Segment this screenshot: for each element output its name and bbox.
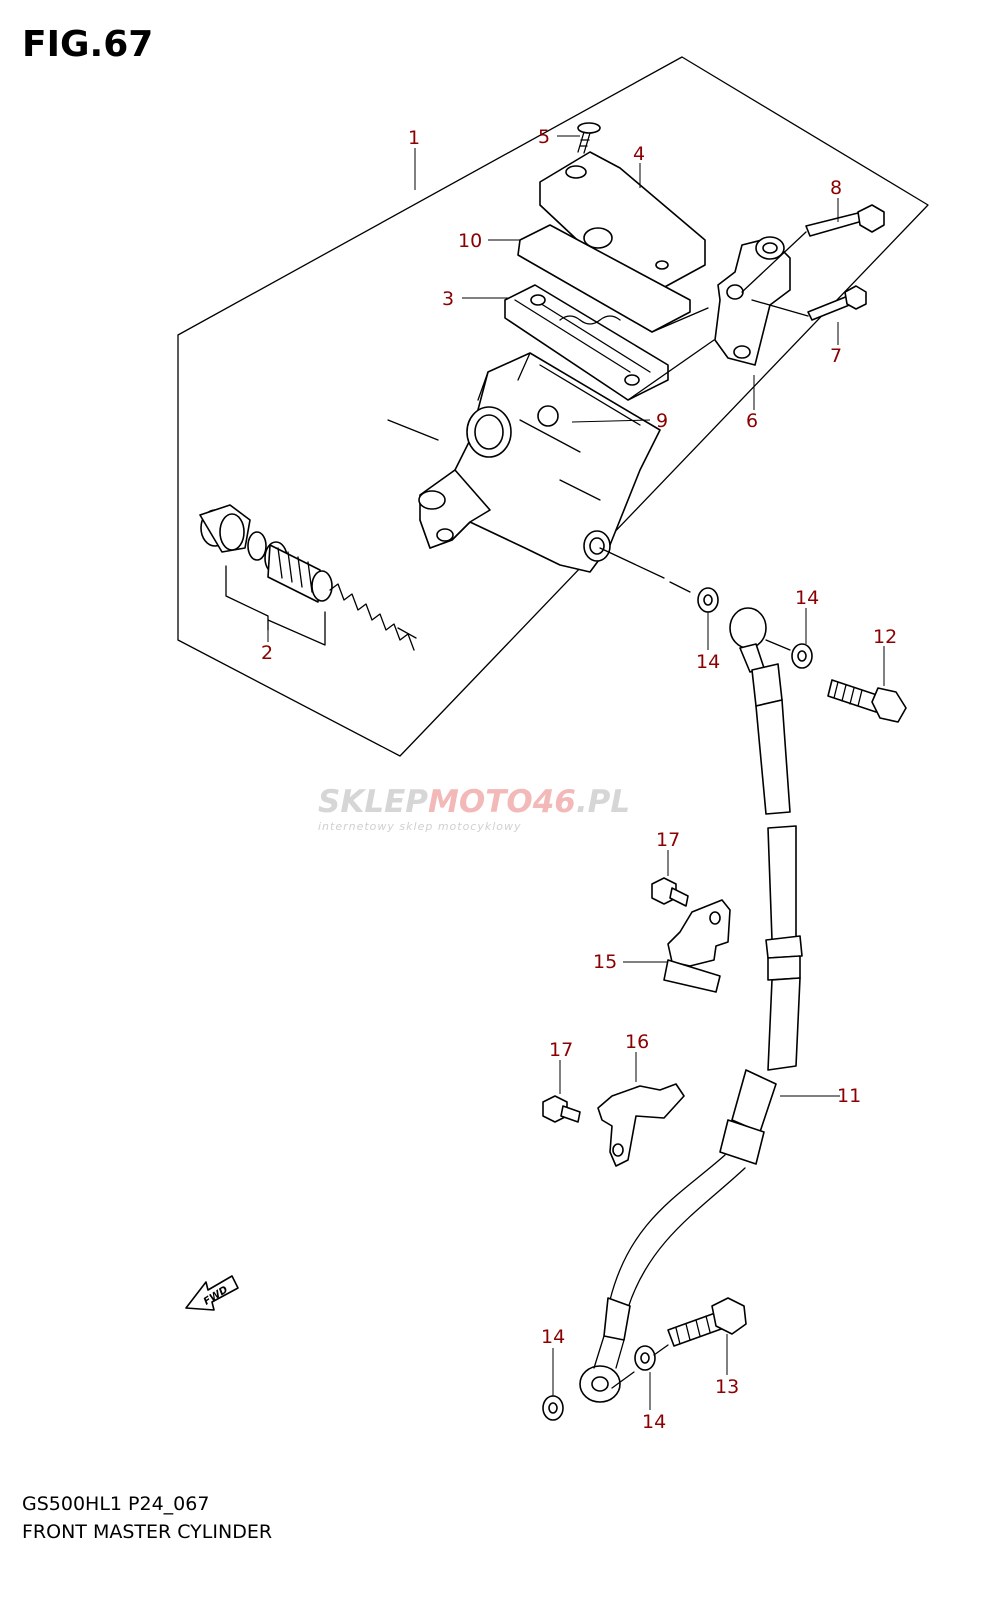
callout-2: 2 — [261, 642, 273, 664]
master-cylinder-body — [418, 352, 661, 573]
callout-5: 5 — [538, 126, 550, 148]
callout-6: 6 — [746, 410, 758, 432]
cap-screw — [577, 122, 601, 154]
clamp-bolt-upper — [805, 204, 885, 237]
callout-4: 4 — [633, 143, 645, 165]
callout-7: 7 — [830, 345, 842, 367]
callout-labels: 1 5 4 8 10 3 7 6 9 2 14 12 14 17 15 16 1… — [261, 126, 897, 1433]
washer-upper-right — [791, 643, 813, 669]
model-code: GS500HL1 P24_067 — [22, 1493, 209, 1515]
callout-14-lower-left: 14 — [541, 1326, 565, 1348]
hose-clamp-bolt-lower — [542, 1095, 581, 1123]
hose-clamp-upper — [663, 899, 731, 993]
hose-clamp-bolt-upper — [651, 877, 689, 907]
brake-hose — [579, 607, 803, 1403]
union-bolt-lower — [667, 1297, 747, 1347]
callout-3: 3 — [442, 288, 454, 310]
figure-title: FIG.67 — [22, 24, 153, 65]
callout-14-upper-left: 14 — [696, 651, 720, 673]
callout-15: 15 — [593, 951, 617, 973]
piston-kit — [199, 419, 439, 651]
diaphragm-plate — [517, 224, 691, 333]
leader-lines — [267, 135, 885, 1410]
callout-13: 13 — [715, 1376, 739, 1398]
washer-lower-left — [542, 1395, 564, 1421]
watermark-tagline: internetowy sklep motocyklowy — [318, 820, 522, 833]
callout-17-lower: 17 — [549, 1039, 573, 1061]
watermark-brand: SKLEPMOTO46.PL — [318, 784, 630, 820]
forward-direction-arrow: FWD — [185, 1275, 239, 1311]
callout-11: 11 — [837, 1085, 861, 1107]
callout-9: 9 — [656, 410, 668, 432]
callout-14-lower-right: 14 — [642, 1411, 666, 1433]
assembly-outline — [177, 56, 929, 757]
callout-17-upper: 17 — [656, 829, 680, 851]
diaphragm-seal — [504, 284, 669, 401]
clamp-bolt-lower — [807, 285, 867, 321]
callout-12: 12 — [873, 626, 897, 648]
callout-1: 1 — [408, 127, 420, 149]
washer-upper-left — [697, 587, 719, 613]
callout-8: 8 — [830, 177, 842, 199]
holder-clamp — [714, 236, 791, 366]
washer-lower-right — [634, 1345, 656, 1371]
union-bolt-upper — [827, 679, 907, 723]
callout-16: 16 — [625, 1031, 649, 1053]
callout-10: 10 — [458, 230, 482, 252]
callout-14-upper-right: 14 — [795, 587, 819, 609]
diagram-title: FRONT MASTER CYLINDER — [22, 1521, 272, 1543]
hose-clamp-lower — [597, 1083, 685, 1167]
watermark: SKLEPMOTO46.PL internetowy sklep motocyk… — [318, 784, 630, 833]
reservoir-cap — [539, 151, 706, 296]
